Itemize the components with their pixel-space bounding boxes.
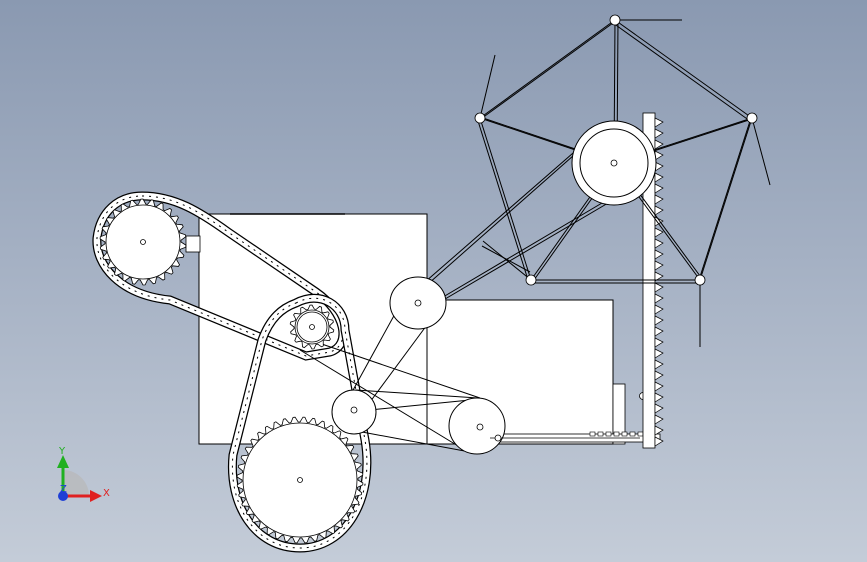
chains	[92, 191, 372, 553]
pulleys	[331, 276, 506, 455]
z-axis-label: Z	[60, 484, 67, 495]
mid-pulley	[389, 276, 447, 330]
drive-link	[490, 434, 640, 442]
right-pulley	[448, 397, 506, 455]
top-left-sprocket	[99, 198, 187, 286]
y-axis-label: Y	[58, 446, 66, 457]
reel-joints	[474, 14, 758, 286]
belts	[299, 139, 625, 453]
z-axis-dot	[58, 491, 68, 501]
x-axis-label: X	[103, 488, 110, 499]
reel	[474, 14, 771, 347]
reel-tines	[479, 19, 771, 347]
large-bottom-gear	[236, 416, 364, 544]
small-idler-pulley	[331, 389, 377, 435]
reel-hub	[571, 120, 657, 206]
middle-sprocket	[289, 304, 335, 350]
coordinate-triad[interactable]: X Y Z	[57, 446, 110, 502]
sprockets	[99, 198, 364, 544]
